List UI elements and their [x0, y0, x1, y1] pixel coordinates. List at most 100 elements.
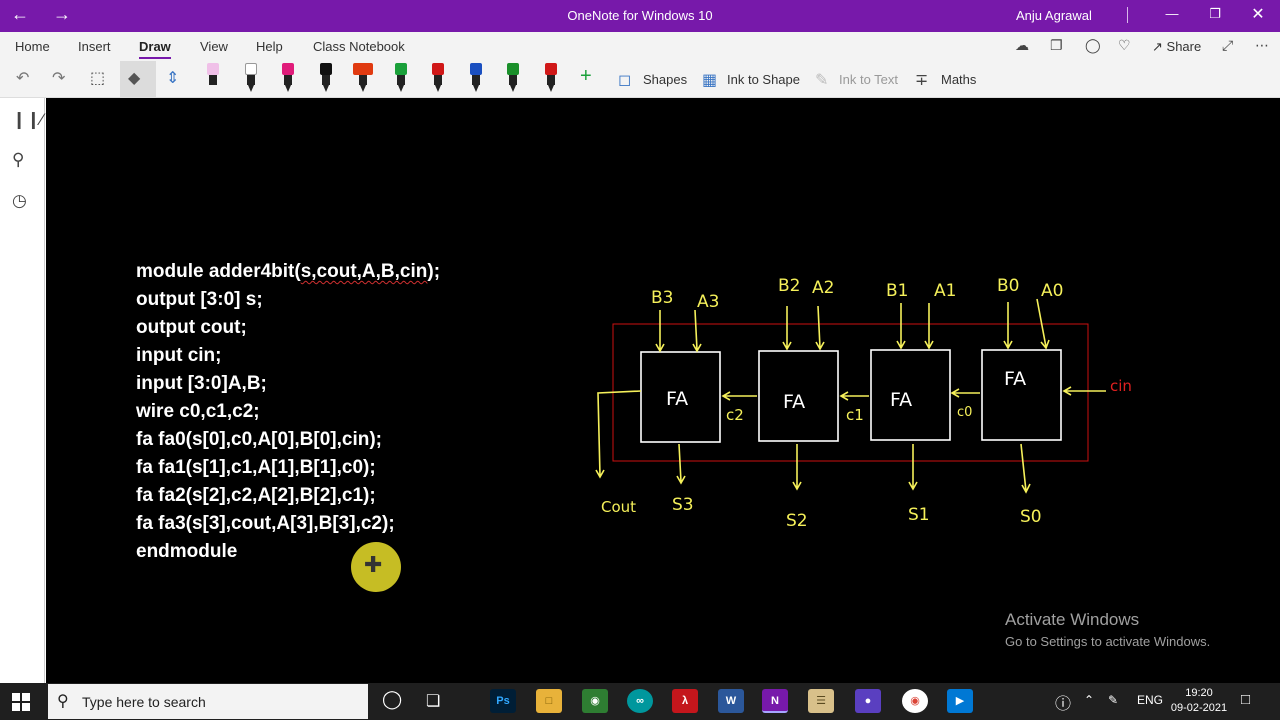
pen-green[interactable]	[393, 63, 409, 93]
file-explorer-icon[interactable]: □	[536, 689, 562, 713]
fa-block-3	[640, 351, 721, 443]
lasso-select-icon[interactable]: ⬚	[90, 70, 106, 87]
pen-blue[interactable]	[468, 63, 484, 93]
green-app-icon[interactable]: ◉	[582, 689, 608, 713]
note-canvas[interactable]: module adder4bit(s,cout,A,B,cin); output…	[46, 98, 1280, 683]
notifications-icon[interactable]: □	[1241, 691, 1251, 708]
bell-icon[interactable]: ♡	[1118, 37, 1131, 53]
code-line: output cout;	[136, 317, 247, 338]
notebooks-icon[interactable]: ❙❙⁄	[12, 110, 44, 129]
share-button[interactable]: ↗ Share	[1152, 39, 1201, 55]
tab-view[interactable]: View	[200, 39, 228, 54]
arduino-icon[interactable]: ∞	[627, 689, 653, 713]
tab-help[interactable]: Help	[256, 39, 283, 54]
user-name[interactable]: Anju Agrawal	[1016, 8, 1092, 23]
label-s0: S0	[1020, 507, 1042, 527]
undo-icon[interactable]: ↶	[16, 70, 30, 87]
remote-desktop-icon[interactable]: ▶	[947, 689, 973, 713]
label-c2: c2	[726, 406, 744, 424]
chrome-icon[interactable]: ◉	[902, 689, 928, 713]
eraser-tool-selected[interactable]	[120, 61, 156, 97]
shapes-icon: ◻	[618, 72, 632, 89]
help-icon[interactable]: ⓘ	[1055, 696, 1072, 713]
language-indicator[interactable]: ENG	[1137, 693, 1164, 707]
onenote-icon[interactable]: N	[762, 689, 788, 713]
code-line: fa fa3(s[3],cout,A[3],B[3],c2);	[136, 513, 395, 534]
label-cout: Cout	[601, 498, 636, 516]
add-pen-icon[interactable]: +	[580, 65, 592, 87]
fa-label-0: FA	[1004, 368, 1026, 390]
system-clock[interactable]: 19:20 09-02-2021	[1170, 686, 1228, 716]
crosshair-cursor-icon: ✚	[364, 552, 383, 577]
ink-to-shape-icon: ▦	[702, 72, 718, 89]
label-b2: B2	[778, 276, 800, 296]
tab-insert[interactable]: Insert	[78, 39, 111, 54]
pen-red[interactable]	[430, 63, 446, 93]
shapes-button[interactable]: Shapes	[643, 72, 688, 87]
search-icon[interactable]: ⚲	[12, 150, 25, 169]
tab-home[interactable]: Home	[15, 39, 50, 54]
minimize-icon[interactable]: —	[1165, 6, 1179, 21]
taskbar-search-box[interactable]: ⚲ Type here to search	[48, 684, 368, 719]
pages-icon[interactable]: ❐	[1050, 37, 1063, 53]
ripple-carry-adder-diagram: B3 A3 B2 A2 B1 A1 B0 A0 c2 c1 c0 Cout S3…	[595, 276, 1132, 531]
code-line: input [3:0]A,B;	[136, 373, 267, 394]
fa-block-1	[870, 349, 951, 441]
window-title: OneNote for Windows 10	[567, 8, 713, 23]
forward-arrow-icon[interactable]: →	[53, 4, 71, 24]
maths-button[interactable]: Maths	[941, 72, 977, 87]
activate-windows-watermark: Activate Windows Go to Settings to activ…	[1005, 610, 1210, 649]
clock-date: 09-02-2021	[1170, 702, 1228, 714]
close-icon[interactable]: ✕	[1251, 6, 1265, 23]
fa-block-0	[981, 349, 1062, 441]
code-line: module adder4bit(s,cout,A,B,cin);	[136, 261, 441, 282]
title-bar: ← → OneNote for Windows 10 Anju Agrawal …	[0, 0, 1280, 32]
sync-icon[interactable]: ☁	[1015, 37, 1029, 53]
code-line: wire c0,c1,c2;	[136, 401, 260, 422]
fullscreen-icon[interactable]: ⤢	[1222, 37, 1234, 53]
clock-time: 19:20	[1185, 687, 1213, 699]
label-s3: S3	[672, 495, 694, 515]
word-icon[interactable]: W	[718, 689, 744, 713]
lightbulb-icon[interactable]: ◯	[1085, 37, 1101, 53]
pen-orange[interactable]	[353, 63, 373, 93]
code-line: fa fa2(s[2],c2,A[2],B[2],c1);	[136, 485, 376, 506]
teams-icon[interactable]: ●	[855, 689, 881, 713]
notepad-icon[interactable]: ☰	[808, 689, 834, 713]
recent-clock-icon[interactable]: ◷	[12, 191, 27, 210]
back-arrow-icon[interactable]: ←	[11, 4, 29, 24]
label-c0: c0	[957, 405, 972, 420]
tab-draw[interactable]: Draw	[139, 39, 171, 59]
pen-dark-green[interactable]	[505, 63, 521, 93]
label-b1: B1	[886, 281, 908, 301]
share-icon: ↗	[1152, 39, 1163, 54]
pen-magenta[interactable]	[280, 63, 296, 93]
eraser-icon: ◆	[128, 70, 141, 87]
chevron-up-icon[interactable]: ⌃	[1084, 693, 1095, 707]
label-a3: A3	[697, 292, 719, 312]
ink-to-text-button[interactable]: Ink to Text	[839, 72, 899, 87]
taskbar: ⚲ Type here to search ◯ ❏ Ps □ ◉ ∞ λ W N…	[0, 683, 1280, 720]
ribbon-tabs: Home Insert Draw View Help Class Noteboo…	[0, 32, 1280, 60]
pen-white[interactable]	[243, 63, 259, 93]
maximize-icon[interactable]: ❐	[1209, 6, 1221, 21]
draw-toolbar: ↶ ↷ ⬚ ◆ ⇕ + ◻ Shapes ▦ Ink to Shape ✎ In…	[0, 60, 1280, 98]
more-options-icon[interactable]: ⋯	[1255, 37, 1269, 53]
highlighter-pink[interactable]	[205, 63, 221, 93]
fa-label-3: FA	[666, 388, 688, 410]
code-line: endmodule	[136, 541, 238, 562]
acrobat-icon[interactable]: λ	[672, 689, 698, 713]
pen-black[interactable]	[318, 63, 334, 93]
pen-red-2[interactable]	[543, 63, 559, 93]
windows-start-icon[interactable]	[12, 693, 30, 711]
task-view-icon[interactable]: ❏	[426, 693, 441, 710]
photoshop-icon[interactable]: Ps	[490, 689, 516, 713]
insert-space-icon[interactable]: ⇕	[166, 70, 180, 87]
label-c1: c1	[846, 406, 864, 424]
cortana-icon[interactable]: ◯	[382, 689, 403, 709]
tab-class-notebook[interactable]: Class Notebook	[313, 39, 405, 54]
redo-icon[interactable]: ↷	[52, 70, 66, 87]
ink-to-shape-button[interactable]: Ink to Shape	[727, 72, 800, 87]
title-separator	[1127, 7, 1128, 23]
pen-ink-icon[interactable]: ✎	[1108, 693, 1119, 707]
